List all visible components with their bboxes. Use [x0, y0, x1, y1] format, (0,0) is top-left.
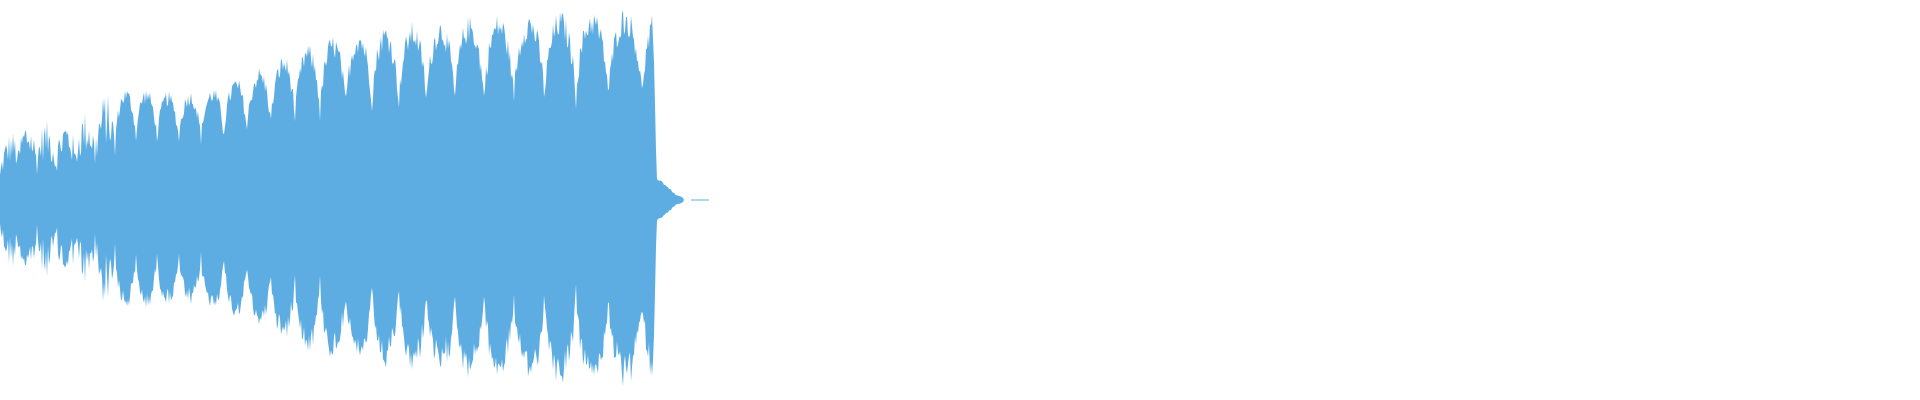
waveform-shape — [0, 10, 691, 387]
